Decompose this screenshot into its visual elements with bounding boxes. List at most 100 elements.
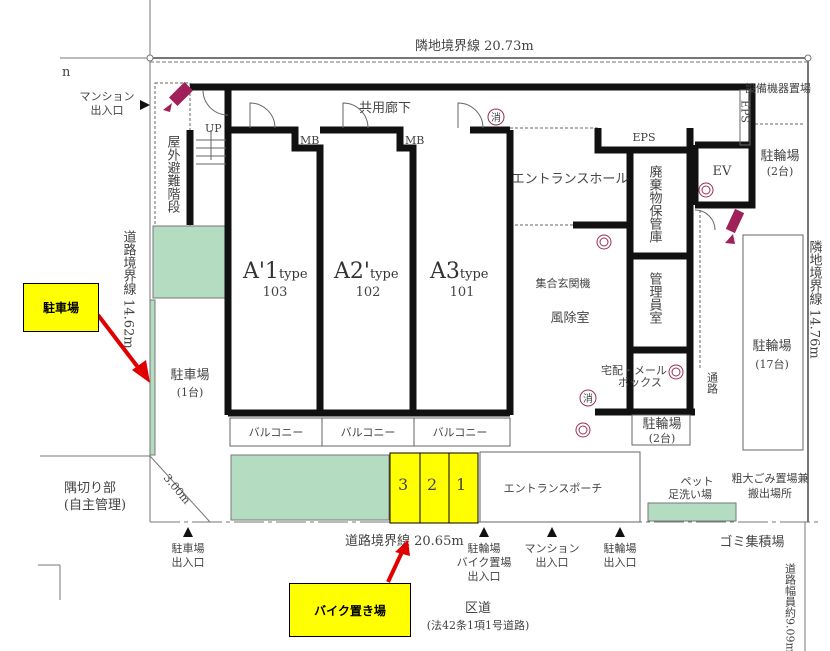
- thin-lines: [229, 89, 804, 523]
- eps-vertical-label: EPS: [739, 100, 752, 123]
- svg-text:A3type: A3type: [429, 259, 489, 284]
- road-width-label: 道路幅員約9.09m: [784, 562, 797, 651]
- bike17-label: 駐輪場: [752, 338, 791, 354]
- pet-label: ペット: [681, 475, 714, 488]
- bike-parking-callout: バイク置き場: [289, 583, 411, 637]
- entrance-arrow-icon: [615, 527, 625, 537]
- bicycle-entrance: 駐輪場 出入口: [604, 541, 637, 569]
- svg-text:1: 1: [456, 475, 466, 494]
- fragment-text: n: [62, 65, 71, 80]
- parking-label: 駐車場: [170, 368, 209, 383]
- green-areas: [149, 225, 737, 522]
- bottom-boundary-label: 道路境界線 20.65m: [345, 533, 464, 549]
- svg-text:2: 2: [427, 475, 437, 494]
- parking-callout: 駐車場: [23, 283, 99, 332]
- balcony-label-2: バルコニー: [341, 426, 396, 439]
- svg-text:駐輪場: 駐輪場: [604, 541, 637, 555]
- garbage-label: ゴミ集積場: [719, 534, 784, 550]
- road-note: (法42条1項1号道路): [427, 618, 530, 632]
- building-walls: [186, 83, 756, 417]
- entrance-arrow-icon: [479, 527, 489, 537]
- road-name: 区道: [465, 601, 491, 616]
- porch-label: エントランスポーチ: [504, 482, 603, 495]
- bike-entrance: 駐輪場 バイク置場 出入口: [457, 541, 512, 583]
- parking-entrance: 駐車場 出入口: [172, 541, 205, 569]
- wind-room-label: 風除室: [550, 310, 589, 326]
- corner-label-2: (自主管理): [64, 498, 126, 513]
- bike17-count: (17台): [755, 357, 789, 371]
- sensor-icon: [596, 234, 612, 250]
- entrance-arrow-icon: [183, 527, 193, 537]
- fire-label-1: 消: [491, 111, 501, 124]
- mb-label-1: MB: [300, 134, 319, 147]
- stairs: [196, 130, 226, 165]
- left-entrance-icon: [140, 100, 150, 110]
- svg-text:A'1type: A'1type: [242, 259, 308, 284]
- svg-text:バイク置場: バイク置場: [457, 556, 512, 569]
- bike2-label: 駐輪場: [642, 416, 681, 432]
- balcony-label-1: バルコニー: [249, 426, 304, 439]
- bike-slots[interactable]: 3 2 1: [389, 452, 479, 524]
- camera-icon: [163, 81, 194, 112]
- corner-label: 隅切り部: [64, 481, 116, 496]
- stairs-label: 屋外避難階段: [165, 135, 181, 213]
- sensor-icon: [575, 422, 591, 438]
- svg-text:出入口: 出入口: [536, 555, 569, 569]
- eps-label: EPS: [633, 131, 656, 144]
- stairs-up-label: UP: [205, 122, 222, 135]
- fire-extinguisher-icon: [487, 108, 505, 126]
- svg-text:駐輪場: 駐輪場: [468, 541, 501, 555]
- bike-slot-1: [448, 452, 479, 524]
- mansion-entrance: マンション 出入口: [525, 542, 580, 569]
- parking-count: (1台): [177, 385, 204, 399]
- dashed-outlines: [154, 82, 805, 370]
- doors[interactable]: [202, 89, 716, 231]
- svg-text:出入口: 出入口: [172, 555, 205, 569]
- balcony-label-3: バルコニー: [433, 426, 488, 439]
- corner-length-label: 3.00m: [161, 472, 194, 508]
- mb-label-2: MB: [405, 134, 424, 147]
- delivery-label-2: ボックス: [618, 376, 662, 389]
- svg-text:A2'type: A2'type: [333, 259, 399, 284]
- bike-top-count: (2台): [767, 164, 794, 178]
- bulky-label: 粗大ごみ置場兼: [732, 471, 809, 485]
- markers: [487, 108, 714, 438]
- unit-a1-103[interactable]: A'1type 103: [242, 259, 308, 300]
- left-boundary-label: 道路境界線 14.62m: [121, 230, 137, 349]
- bulky-label-2: 搬出場所: [748, 486, 792, 500]
- left-entrance-label: マンション: [80, 90, 135, 103]
- svg-text:出入口: 出入口: [468, 569, 501, 583]
- bike-top-label: 駐輪場: [760, 148, 799, 164]
- right-boundary-label: 隣地境界線 14.76m: [807, 239, 823, 358]
- site-boundary: [38, 0, 820, 651]
- intercom-label: 集合玄関機: [536, 276, 591, 290]
- svg-text:103: 103: [263, 285, 288, 300]
- corridor-label: 共用廊下: [359, 100, 411, 116]
- sensor-icon: [668, 364, 684, 380]
- waste-label: 廃棄物保管庫: [647, 164, 663, 243]
- svg-text:3: 3: [398, 475, 408, 494]
- entrance-markers: [140, 100, 625, 537]
- svg-text:出入口: 出入口: [604, 555, 637, 569]
- fire-extinguisher-icon: [579, 389, 597, 407]
- entrance-arrow-icon: [547, 527, 557, 537]
- equipment-label: 設備機器置場: [745, 81, 811, 95]
- bike2-count: (2台): [649, 431, 676, 445]
- camera-icon: [725, 208, 745, 244]
- unit-a2-102[interactable]: A2'type 102: [333, 259, 399, 300]
- unit-a3-101[interactable]: A3type 101: [429, 259, 489, 300]
- callout-arrows: [96, 313, 410, 583]
- entrance-hall-label: エントランスホール: [512, 172, 629, 187]
- pet-label-2: 足洗い場: [668, 488, 712, 501]
- svg-text:マンション: マンション: [525, 542, 580, 555]
- top-boundary-label: 隣地境界線 20.73m: [415, 38, 534, 54]
- bike-slot-2: [419, 452, 450, 524]
- manager-label: 管理員室: [647, 272, 663, 324]
- delivery-label: 宅配・メール: [601, 363, 667, 377]
- fire-label-2: 消: [583, 392, 593, 405]
- left-entrance-label-2: 出入口: [91, 103, 124, 117]
- sensor-icon: [698, 182, 714, 198]
- ev-label: EV: [713, 164, 732, 179]
